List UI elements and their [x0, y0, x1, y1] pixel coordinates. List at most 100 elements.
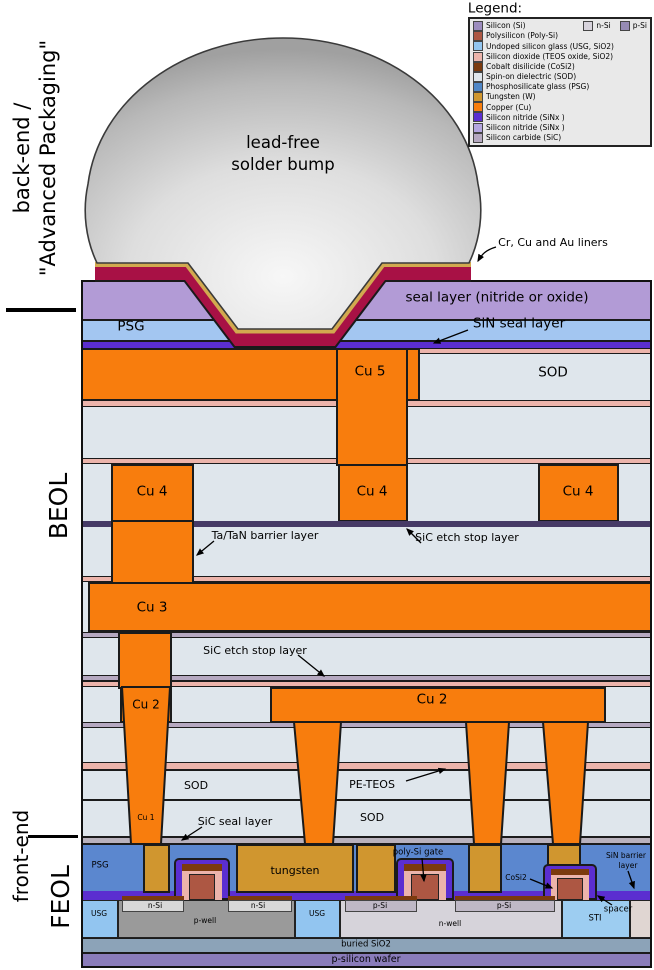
legend-item: Undoped silicon glass (USG, SiO2) — [473, 41, 647, 52]
tungsten-slab — [236, 844, 354, 893]
arrow-liners — [477, 246, 497, 263]
sic-seal-line — [81, 837, 652, 844]
usg-block-2 — [295, 900, 340, 938]
legend-item: Silicon dioxide (TEOS oxide, SiO2) — [473, 51, 647, 62]
cu4-block-left — [111, 464, 194, 522]
sod-sliver-left — [81, 582, 88, 632]
p-well-label: p-well — [193, 915, 217, 925]
nsi-region-2 — [228, 900, 292, 912]
usg-swatch — [473, 41, 483, 52]
beol-label: BEOL — [44, 472, 73, 540]
sic-line-1 — [81, 632, 652, 638]
legend-box: Silicon (Si) n-Si p-Si Polysilicon (Poly… — [468, 17, 652, 147]
silicon-swatch — [473, 21, 483, 32]
back-end-label: back-end / "Advanced Packaging" — [10, 39, 61, 277]
cu4-label-mid: Cu 4 — [356, 483, 388, 500]
teos-line-4 — [81, 681, 652, 687]
bump-label-line2: solder bump — [231, 154, 335, 174]
cosi2-strip-1 — [122, 896, 184, 901]
cu2-label-right: Cu 2 — [416, 691, 448, 708]
cu5-via — [336, 348, 408, 466]
frontend-divider — [28, 835, 78, 838]
cosi2-strip-2 — [228, 896, 292, 901]
psg-top-label: PSG — [117, 318, 145, 335]
etch-stop-dark-line — [81, 521, 652, 527]
poly-gate-label: poly-Si gate — [392, 847, 444, 858]
sod-label-1: SOD — [538, 364, 568, 381]
cu3-label: Cu 3 — [136, 599, 168, 616]
cu4-down-via — [111, 520, 194, 584]
bump-label-line1: lead-free — [246, 132, 320, 152]
legend-item: Tungsten (W) — [473, 92, 647, 103]
transistor-1-cosi2-cap — [182, 864, 222, 871]
sod-label-3: SOD — [359, 810, 385, 824]
sic-etch-label-2: SiC etch stop layer — [203, 643, 307, 657]
teos-line-tr — [420, 348, 652, 354]
psi-label-2: p-Si — [496, 900, 512, 910]
cosi2-label: CoSi2 — [505, 872, 527, 882]
sod-upper-right — [420, 354, 652, 401]
polysilicon-swatch — [473, 31, 483, 42]
transistor-1-poly-gate — [189, 874, 215, 900]
sod-band-3 — [81, 638, 652, 675]
legend-item: Phosphosilicate glass (PSG) — [473, 82, 647, 93]
legend-item: Silicon nitride (SiNx ) — [473, 122, 647, 133]
legend-item: Polysilicon (Poly-Si) — [473, 31, 647, 42]
cosi2-strip-3 — [345, 896, 417, 901]
cu2-block-right — [270, 687, 606, 723]
tungsten-contact-1 — [143, 844, 170, 893]
sti-label: STI — [588, 913, 602, 924]
cosi2-strip-4 — [455, 896, 555, 901]
legend-item: Silicon nitride (SiNx ) — [473, 112, 647, 123]
cu1-label: Cu 1 — [137, 812, 155, 822]
cu3-slab — [88, 582, 652, 632]
legend-title: Legend: — [467, 0, 523, 17]
legend-item: Spin-on dielectric (SOD) — [473, 71, 647, 82]
silicon-wafer-label: p-silicon wafer — [331, 953, 401, 965]
legend-item: Copper (Cu) — [473, 102, 647, 113]
nsi-label-2: n-Si — [250, 900, 266, 910]
sic-swatch — [473, 132, 483, 143]
tungsten-label: tungsten — [270, 863, 320, 877]
liners-label: Cr, Cu and Au liners — [498, 235, 608, 249]
psi-region-1 — [345, 900, 417, 912]
cu4-label-right: Cu 4 — [562, 483, 594, 500]
cu5-label: Cu 5 — [354, 363, 386, 380]
legend-item: Silicon carbide (SiC) — [473, 132, 647, 143]
cosi2-swatch — [473, 61, 483, 72]
copper-swatch — [473, 102, 483, 113]
tungsten-contact-2 — [356, 844, 396, 893]
nsi-region-1 — [122, 900, 184, 912]
chip-outline — [81, 280, 652, 968]
sin-dark-swatch — [473, 112, 483, 123]
backend-beol-divider — [6, 308, 76, 312]
psi-region-2 — [455, 900, 555, 912]
psg-feol-label: PSG — [91, 860, 109, 871]
sin-barrier-label-2: layer — [618, 860, 638, 870]
cu4-label-left: Cu 4 — [136, 483, 168, 500]
sic-line-2 — [81, 675, 652, 681]
nsi-swatch — [583, 21, 594, 32]
buried-oxide-label: buried SiO2 — [341, 939, 391, 950]
teos-swatch — [473, 51, 483, 62]
buried-oxide-band — [81, 938, 652, 953]
psi-label-1: p-Si — [372, 900, 388, 910]
sti-block — [562, 900, 630, 938]
tungsten-swatch — [473, 92, 483, 103]
pe-teos-label: PE-TEOS — [349, 777, 395, 791]
sin-seal-label: SiN seal layer — [472, 315, 566, 332]
transistor-2-cosi2-cap — [404, 864, 446, 871]
legend-item: Cobalt disilicide (CoSi2) — [473, 61, 647, 72]
legend-item-silicon: Silicon (Si) n-Si p-Si — [473, 21, 647, 32]
pe-teos-line — [81, 762, 652, 770]
tungsten-contact-3 — [468, 844, 502, 893]
sin-light-swatch — [473, 122, 483, 133]
seal-layer-label: seal layer (nitride or oxide) — [405, 289, 589, 306]
sic-line-3 — [81, 722, 652, 728]
sod-swatch — [473, 71, 483, 82]
sic-seal-label: SiC seal layer — [197, 814, 273, 828]
cu2-label-left: Cu 2 — [132, 697, 160, 712]
psi-swatch — [619, 21, 630, 32]
tatan-label: Ta/TaN barrier layer — [211, 528, 319, 542]
